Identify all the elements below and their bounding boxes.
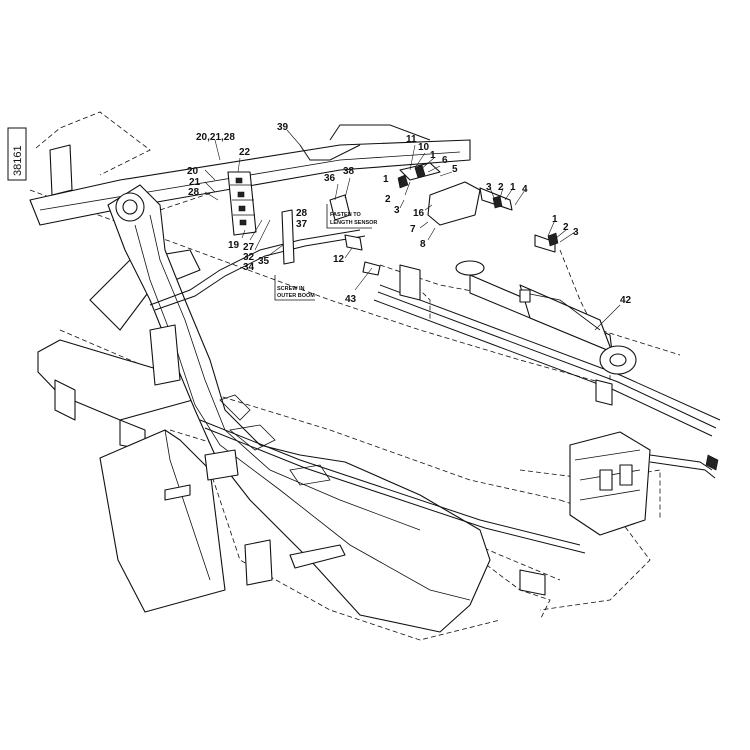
callout-36: 36 bbox=[324, 173, 336, 184]
callout-43: 43 bbox=[345, 294, 357, 305]
callout-5: 5 bbox=[452, 164, 458, 175]
callout-35: 35 bbox=[258, 256, 270, 267]
callout-22: 22 bbox=[239, 147, 251, 158]
note-fasten-line1: FASTEN TO bbox=[330, 212, 361, 218]
drawing-id-tag: 38161 bbox=[7, 127, 27, 181]
drawing-id-text: 38161 bbox=[12, 145, 24, 176]
note-fasten-line2: LENGTH SENSOR bbox=[330, 220, 377, 226]
junction-block bbox=[227, 171, 257, 236]
callout-labels: 20,21,28 22 20 21 28 19 27 32 34 35 28 3… bbox=[187, 122, 632, 306]
callout-42: 42 bbox=[620, 295, 632, 306]
manifold-block bbox=[329, 162, 559, 276]
callout-37: 37 bbox=[296, 219, 308, 230]
callout-34: 34 bbox=[243, 262, 255, 273]
callout-32: 32 bbox=[243, 252, 255, 263]
hose-bundles bbox=[149, 124, 721, 554]
callout-3b: 3 bbox=[486, 182, 492, 193]
callout-12: 12 bbox=[333, 254, 345, 265]
callout-21: 21 bbox=[189, 177, 201, 188]
boom-clamps bbox=[49, 144, 613, 596]
callout-3c: 3 bbox=[573, 227, 579, 238]
callout-1d: 1 bbox=[552, 214, 558, 225]
callout-10: 10 bbox=[418, 142, 430, 153]
hydraulic-cylinder bbox=[455, 260, 637, 375]
note-screw: SCREW IN OUTER BOOM bbox=[274, 275, 315, 301]
callout-39: 39 bbox=[277, 122, 289, 133]
leader-lines bbox=[204, 129, 621, 331]
callout-2c: 2 bbox=[563, 222, 569, 233]
callout-11: 11 bbox=[406, 134, 417, 145]
callout-4: 4 bbox=[522, 184, 528, 195]
note-fasten: FASTEN TO LENGTH SENSOR bbox=[326, 204, 377, 229]
callout-28a: 28 bbox=[188, 187, 200, 198]
callout-1c: 1 bbox=[510, 182, 516, 193]
callout-38: 38 bbox=[343, 166, 355, 177]
stabilizer-pad bbox=[99, 429, 226, 613]
callout-7: 7 bbox=[410, 224, 416, 235]
callout-2b: 2 bbox=[498, 182, 504, 193]
callout-20: 20 bbox=[187, 166, 199, 177]
callout-2a: 2 bbox=[385, 194, 391, 205]
callout-19: 19 bbox=[228, 240, 240, 251]
callout-28b: 28 bbox=[296, 208, 308, 219]
note-screw-line2: OUTER BOOM bbox=[277, 293, 315, 299]
bracket-plate bbox=[281, 209, 295, 265]
callout-16: 16 bbox=[413, 208, 425, 219]
valve-block bbox=[569, 431, 719, 536]
callout-3a: 3 bbox=[394, 205, 400, 216]
callout-8: 8 bbox=[420, 239, 426, 250]
callout-1b: 1 bbox=[383, 174, 389, 185]
note-screw-line1: SCREW IN bbox=[277, 286, 305, 292]
callout-6: 6 bbox=[442, 155, 448, 166]
callout-1a: 1 bbox=[430, 150, 436, 161]
callout-20-21-28: 20,21,28 bbox=[196, 132, 235, 143]
callout-27: 27 bbox=[243, 242, 255, 253]
